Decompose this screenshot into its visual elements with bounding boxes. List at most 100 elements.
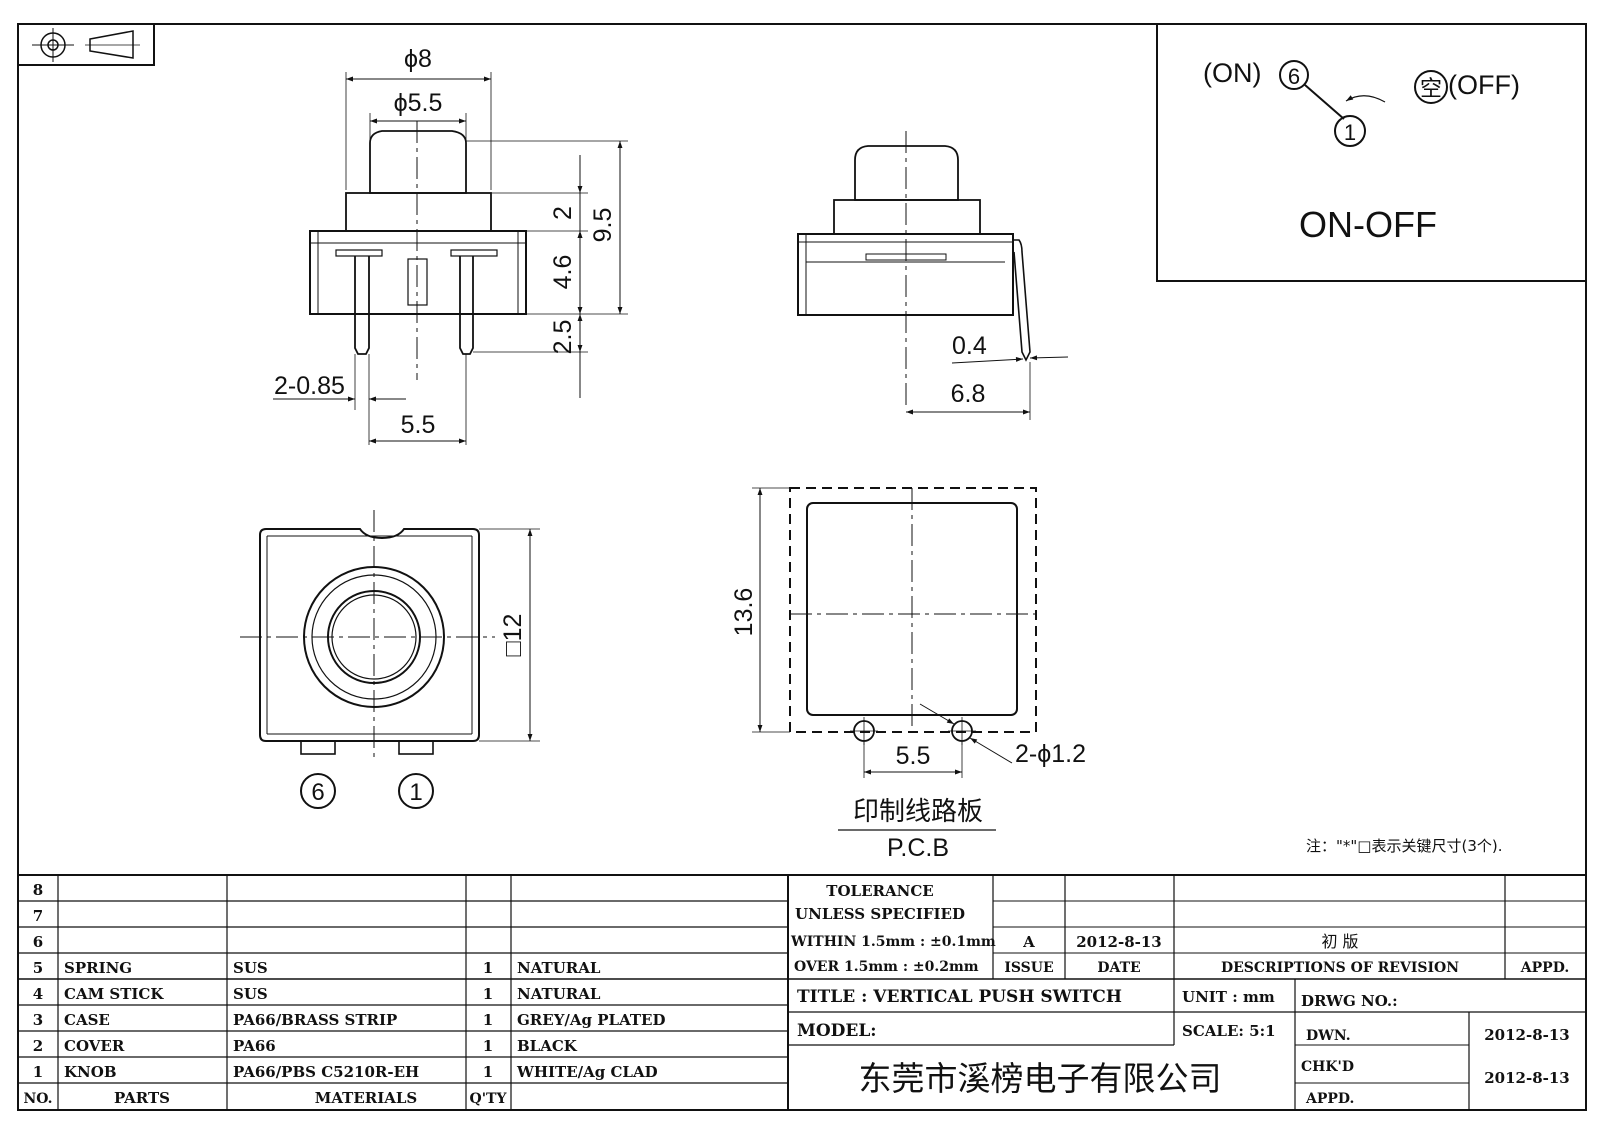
dim-square-12: □12 xyxy=(499,614,527,657)
scale: SCALE: 5:1 xyxy=(1182,1022,1276,1040)
tolerance-within: WITHIN 1.5mm : ±0.1mm xyxy=(790,934,996,950)
company-name: 东莞市溪榜电子有限公司 xyxy=(859,1059,1222,1098)
dim-thickness: 0.4 xyxy=(952,332,987,360)
row-no: 8 xyxy=(33,881,43,899)
header-parts: PARTS xyxy=(114,1089,170,1107)
row-finish: NATURAL xyxy=(517,985,601,1003)
parts-table: 8 7 6 5 SPRING SUS 1 NATURAL 4 CAM STICK… xyxy=(23,881,665,1107)
row-part: CASE xyxy=(64,1011,110,1029)
row-no: 2 xyxy=(33,1037,43,1055)
pcb-label-en: P.C.B xyxy=(887,834,949,862)
row-part: SPRING xyxy=(64,959,132,977)
parts-table-header: NO. PARTS MATERIALS Q'TY xyxy=(23,1089,507,1107)
dim-pcb-height: 13.6 xyxy=(730,588,758,637)
dim-phi5-5: ϕ5.5 xyxy=(394,89,443,117)
parts-row-3: 3 CASE PA66/BRASS STRIP 1 GREY/Ag PLATED xyxy=(33,1011,666,1029)
header-no: NO. xyxy=(23,1091,52,1107)
schematic-on-label: (ON) xyxy=(1203,58,1261,88)
switch-schematic: (ON) 6 1 空 (OFF) ON-OFF xyxy=(1156,23,1587,282)
row-qty: 1 xyxy=(483,1011,493,1029)
parts-row-4: 4 CAM STICK SUS 1 NATURAL xyxy=(33,985,601,1003)
parts-row-1: 1 KNOB PA66/PBS C5210R-EH 1 WHITE/Ag CLA… xyxy=(33,1063,658,1081)
dim-pin-pitch: 5.5 xyxy=(401,411,436,439)
row-no: 5 xyxy=(33,959,43,977)
row-part: COVER xyxy=(64,1037,125,1055)
tolerance-over: OVER 1.5mm : ±0.2mm xyxy=(794,959,979,975)
parts-row-6: 6 xyxy=(33,933,43,951)
row-finish: GREY/Ag PLATED xyxy=(517,1011,666,1029)
pin-6-circle-icon xyxy=(1279,60,1309,90)
row-material: PA66 xyxy=(233,1037,276,1055)
schematic-off-label: (OFF) xyxy=(1448,70,1520,100)
row-finish: BLACK xyxy=(517,1037,578,1055)
model: MODEL: xyxy=(797,1021,877,1041)
header-descriptions: DESCRIPTIONS OF REVISION xyxy=(1221,960,1459,976)
drawing-title: TITLE : VERTICAL PUSH SWITCH xyxy=(797,987,1122,1007)
header-materials: MATERIALS xyxy=(315,1089,418,1107)
row-no: 6 xyxy=(33,933,43,951)
header-date: DATE xyxy=(1097,960,1140,976)
row-material: PA66/BRASS STRIP xyxy=(233,1011,397,1029)
row-no: 7 xyxy=(33,907,43,925)
bottom-pin-6: 6 xyxy=(311,779,324,806)
schematic-pin-6: 6 xyxy=(1288,64,1300,89)
pcb-label-cn: 印制线路板 xyxy=(853,797,983,827)
dim-pin-diameter: 2-0.85 xyxy=(274,372,345,400)
off-circle-icon xyxy=(1414,70,1448,104)
dwn-date: 2012-8-13 xyxy=(1484,1026,1570,1044)
projection-symbol-icon xyxy=(17,23,155,66)
parts-row-5: 5 SPRING SUS 1 NATURAL xyxy=(33,959,601,977)
sheet-border xyxy=(17,23,1587,1111)
row-finish: NATURAL xyxy=(517,959,601,977)
pcb-layout: 13.6 5.5 2-ϕ1.2 印制线路板 P.C.B xyxy=(730,487,1086,862)
row-material: SUS xyxy=(233,959,268,977)
dim-2: 2 xyxy=(549,206,577,220)
side-view: 0.4 6.8 xyxy=(797,131,1069,420)
chkd-date: 2012-8-13 xyxy=(1484,1069,1570,1087)
pin-1-marker-icon xyxy=(398,773,434,809)
row-qty: 1 xyxy=(483,985,493,1003)
pin-1-circle-icon xyxy=(1334,115,1366,147)
dim-phi8: ϕ8 xyxy=(404,45,432,73)
dim-width: 6.8 xyxy=(951,380,986,408)
dim-4-6: 4.6 xyxy=(549,255,577,290)
header-appd: APPD. xyxy=(1520,960,1569,976)
row-qty: 1 xyxy=(483,1037,493,1055)
revision-date: 2012-8-13 xyxy=(1076,933,1162,951)
header-issue: ISSUE xyxy=(1004,960,1053,976)
dim-2-5: 2.5 xyxy=(549,320,577,355)
note: 注："*"□表示关键尺寸(3个). xyxy=(1306,837,1503,855)
chkd-label: CHK'D xyxy=(1301,1059,1354,1075)
unit: UNIT : mm xyxy=(1182,988,1275,1006)
row-finish: WHITE/Ag CLAD xyxy=(516,1063,658,1081)
front-view: ϕ8 ϕ5.5 2 4.6 2.5 9.5 2-0.85 xyxy=(273,45,628,445)
row-material: PA66/PBS C5210R-EH xyxy=(233,1063,419,1081)
dwn-label: DWN. xyxy=(1306,1028,1351,1044)
bottom-pin-1: 1 xyxy=(409,779,422,806)
row-no: 3 xyxy=(33,1011,43,1029)
drwg-no: DRWG NO.: xyxy=(1301,992,1398,1010)
header-qty: Q'TY xyxy=(470,1091,508,1107)
title-block-grid xyxy=(18,874,1586,1110)
tolerance-unless: UNLESS SPECIFIED xyxy=(795,905,965,923)
dim-9-5: 9.5 xyxy=(589,208,617,243)
schematic-pin-1: 1 xyxy=(1344,120,1356,145)
bottom-view: 6 1 □12 xyxy=(240,510,540,809)
row-qty: 1 xyxy=(483,959,493,977)
schematic-off-char: 空 xyxy=(1420,77,1442,102)
row-no: 1 xyxy=(33,1063,43,1081)
dim-pcb-holes: 2-ϕ1.2 xyxy=(1015,740,1086,768)
row-material: SUS xyxy=(233,985,268,1003)
appd-label: APPD. xyxy=(1305,1091,1354,1107)
row-part: CAM STICK xyxy=(64,985,164,1003)
dim-pcb-pitch: 5.5 xyxy=(896,742,931,770)
row-qty: 1 xyxy=(483,1063,493,1081)
row-part: KNOB xyxy=(64,1063,117,1081)
tolerance-title: TOLERANCE xyxy=(826,882,933,900)
schematic-type: ON-OFF xyxy=(1299,204,1437,245)
row-no: 4 xyxy=(33,985,43,1003)
parts-row-8: 8 xyxy=(33,881,43,899)
revision-issue: A xyxy=(1022,933,1035,951)
revision-description: 初 版 xyxy=(1321,932,1358,951)
